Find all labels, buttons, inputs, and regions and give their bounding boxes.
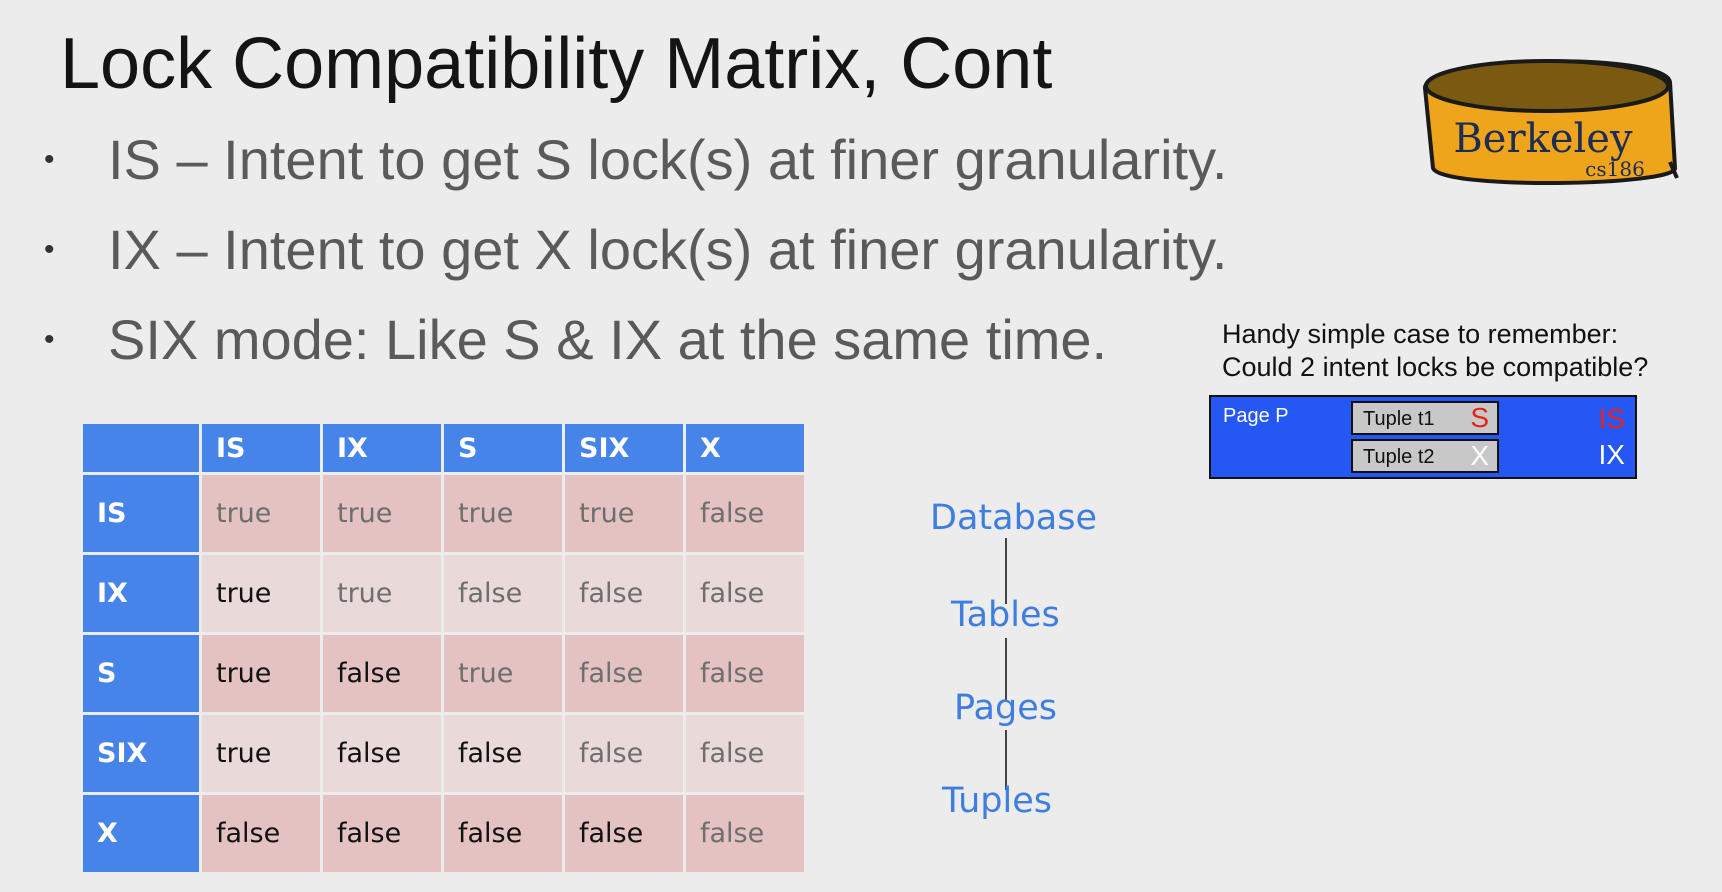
matrix-col-header: IS [202, 424, 320, 472]
tuple-lock: S [1470, 402, 1489, 433]
matrix-row: IX true true false false false [83, 555, 804, 632]
matrix-cell: false [686, 715, 804, 792]
handy-note-line: Could 2 intent locks be compatible? [1222, 352, 1649, 382]
matrix-cell: true [202, 635, 320, 712]
bullet-text: IX – Intent to get X lock(s) at finer gr… [108, 218, 1228, 281]
bullet-text: IS – Intent to get S lock(s) at finer gr… [108, 128, 1228, 191]
lock-compatibility-matrix: IS IX S SIX X IS true true true true fal… [80, 421, 807, 875]
page-lock: IX [1598, 439, 1625, 470]
bullet-text: SIX mode: Like S & IX at the same time. [108, 308, 1108, 371]
matrix-row: S true false true false false [83, 635, 804, 712]
matrix-row-header: X [83, 795, 199, 872]
bullet-dot-icon: • [44, 233, 55, 266]
matrix-cell: false [565, 795, 683, 872]
matrix-cell: false [565, 635, 683, 712]
handy-note-line: Handy simple case to remember: [1222, 319, 1619, 349]
matrix-col-header: S [444, 424, 562, 472]
matrix-row: IS true true true true false [83, 475, 804, 552]
bullet-dot-icon: • [44, 143, 55, 176]
matrix-row-header: S [83, 635, 199, 712]
hierarchy-level-tuples: Tuples [942, 781, 1052, 821]
matrix-cell: false [444, 715, 562, 792]
matrix-cell: false [202, 795, 320, 872]
matrix-cell: false [323, 715, 441, 792]
logo-name-text: Berkeley [1453, 116, 1633, 162]
matrix-cell: true [202, 715, 320, 792]
matrix-row-header: SIX [83, 715, 199, 792]
matrix-cell: true [202, 555, 320, 632]
matrix-col-header: IX [323, 424, 441, 472]
page-label: Page P [1223, 405, 1289, 427]
hierarchy-level-pages: Pages [954, 688, 1057, 728]
tuple-box: Tuple t1 S [1351, 401, 1499, 435]
tuple-box: Tuple t2 X [1351, 439, 1499, 473]
matrix-row: SIX true false false false false [83, 715, 804, 792]
matrix-cell: false [686, 795, 804, 872]
matrix-cell: false [686, 475, 804, 552]
matrix-cell: true [444, 475, 562, 552]
matrix-cell: false [686, 635, 804, 712]
matrix-cell: false [323, 635, 441, 712]
matrix-row: X false false false false false [83, 795, 804, 872]
matrix-corner-cell [83, 424, 199, 472]
hierarchy-connector [1005, 538, 1007, 604]
logo-sub-text: cs186 [1585, 157, 1645, 181]
matrix-cell: false [565, 715, 683, 792]
matrix-cell: false [686, 555, 804, 632]
granularity-hierarchy: Database Tables Pages Tuples [900, 490, 1100, 830]
matrix-col-header: X [686, 424, 804, 472]
handy-note: Handy simple case to remember: Could 2 i… [1222, 318, 1648, 384]
matrix-cell: false [444, 555, 562, 632]
matrix-cell: false [444, 795, 562, 872]
page-lock-diagram: Page P Tuple t1 S Tuple t2 X IS IX [1209, 395, 1637, 479]
berkeley-logo: Berkeley cs186 [1422, 59, 1679, 186]
matrix-cell: false [565, 555, 683, 632]
page-lock: IS [1598, 403, 1625, 434]
hierarchy-connector [1005, 638, 1007, 702]
hierarchy-level-database: Database [930, 498, 1098, 538]
hierarchy-level-tables: Tables [951, 595, 1060, 635]
bullet-dot-icon: • [44, 323, 55, 356]
matrix-cell: true [323, 555, 441, 632]
tuple-name: Tuple t1 [1363, 408, 1435, 430]
matrix-cell: false [323, 795, 441, 872]
slide-title: Lock Compatibility Matrix, Cont [60, 24, 1053, 104]
matrix-cell: true [444, 635, 562, 712]
matrix-cell: true [323, 475, 441, 552]
matrix-row-header: IX [83, 555, 199, 632]
matrix-cell: true [565, 475, 683, 552]
tuple-name: Tuple t2 [1363, 446, 1435, 468]
matrix-row-header: IS [83, 475, 199, 552]
matrix-cell: true [202, 475, 320, 552]
matrix-col-header: SIX [565, 424, 683, 472]
tuple-lock: X [1470, 440, 1489, 471]
hierarchy-connector [1005, 730, 1007, 790]
